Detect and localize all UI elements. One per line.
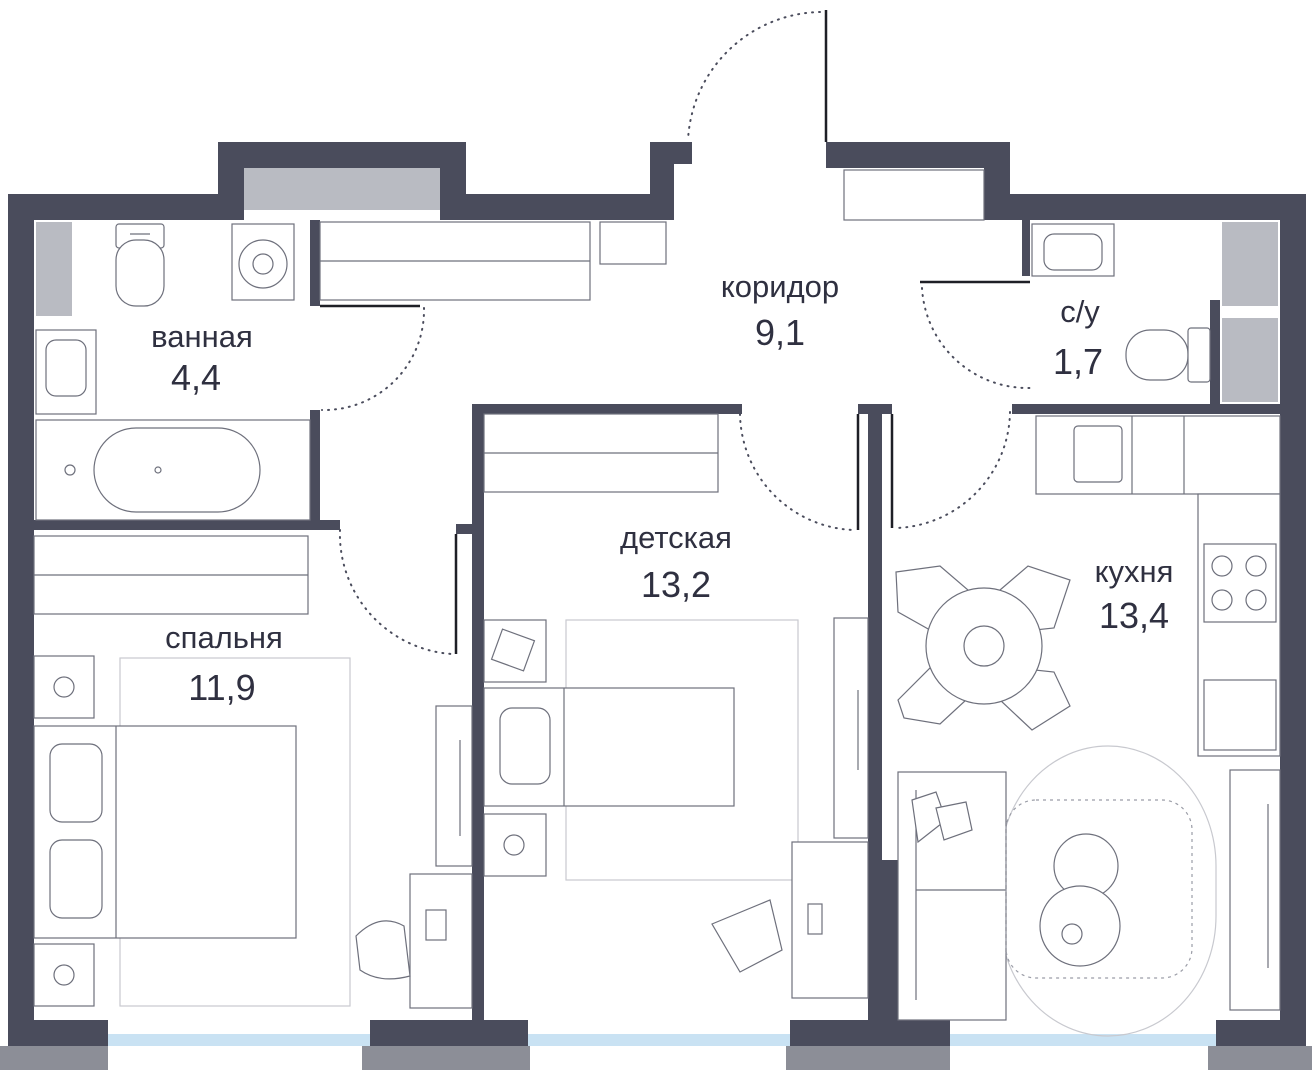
- room-name-bathroom: ванная: [151, 319, 253, 354]
- room-name-wc: с/у: [1060, 294, 1100, 329]
- room-area-corridor: 9,1: [755, 312, 805, 353]
- room-name-children: детская: [620, 520, 732, 555]
- doors: [320, 10, 1031, 655]
- room-area-bathroom: 4,4: [171, 357, 221, 398]
- window-niches: [36, 168, 1278, 402]
- room-name-kitchen: кухня: [1095, 554, 1174, 589]
- room-area-bedroom: 11,9: [188, 667, 255, 708]
- bottom-window-sills: [0, 1034, 1312, 1070]
- room-labels: ванная 4,4 коридор 9,1 с/у 1,7 детская 1…: [151, 269, 1173, 708]
- furniture: [33, 169, 1281, 1037]
- walls: [8, 142, 1306, 1046]
- room-area-children: 13,2: [641, 564, 711, 605]
- room-name-corridor: коридор: [721, 269, 839, 304]
- room-area-wc: 1,7: [1053, 341, 1103, 382]
- room-area-kitchen: 13,4: [1099, 595, 1169, 636]
- room-name-bedroom: спальня: [165, 620, 283, 655]
